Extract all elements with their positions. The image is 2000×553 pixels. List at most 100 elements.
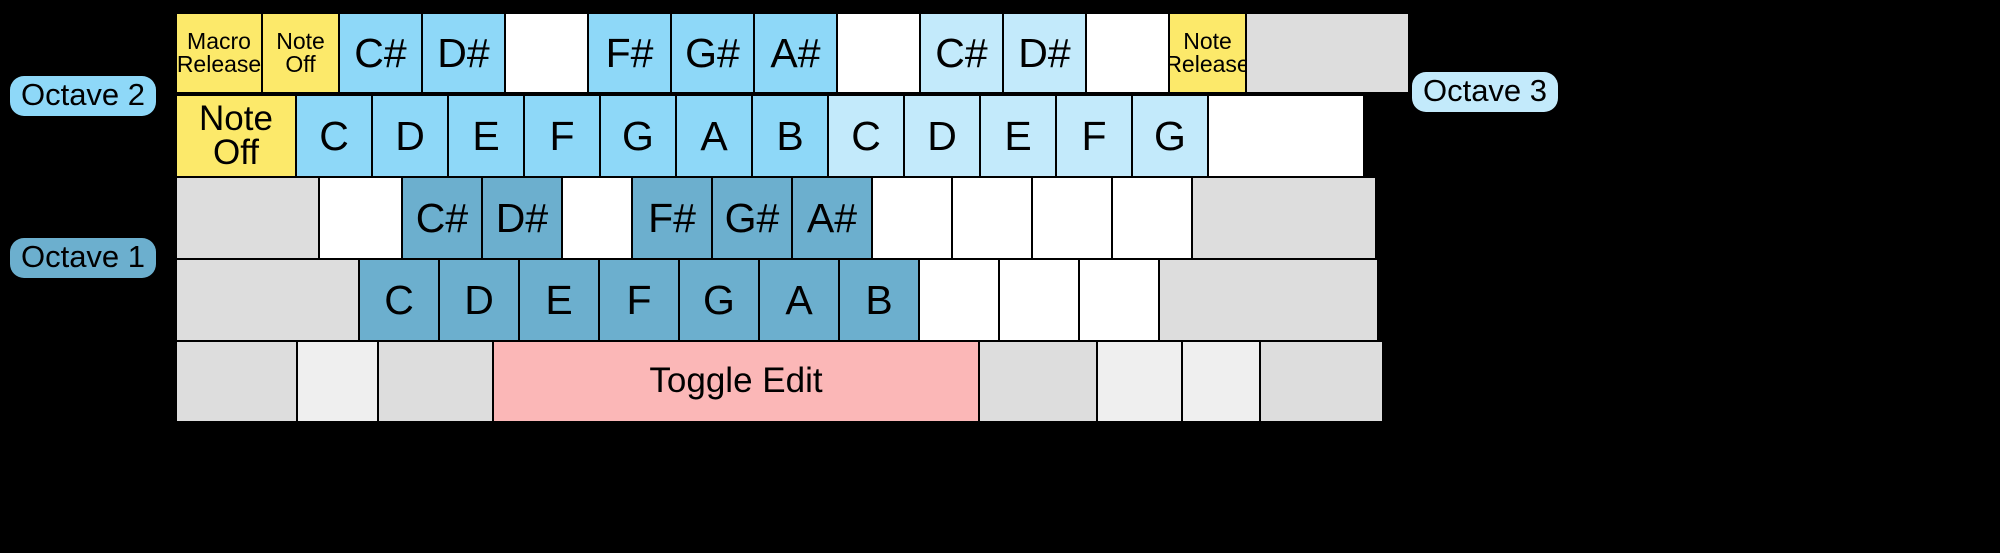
- key-blank[interactable]: [561, 176, 633, 260]
- key-a[interactable]: A: [675, 94, 753, 178]
- key-b[interactable]: B: [751, 94, 829, 178]
- key-blank[interactable]: [1245, 12, 1410, 94]
- key-label: C: [319, 112, 349, 159]
- key-blank[interactable]: [296, 340, 379, 423]
- key-note-release[interactable]: Note Release: [1168, 12, 1247, 94]
- key-label: F#: [605, 29, 654, 76]
- key-asharp[interactable]: A#: [791, 176, 873, 260]
- key-blank[interactable]: [951, 176, 1033, 260]
- octave-3-label-text: Octave 3: [1422, 73, 1548, 108]
- key-label: E: [1004, 112, 1032, 159]
- key-blank[interactable]: [175, 340, 298, 423]
- key-label: G#: [724, 194, 780, 241]
- key-g[interactable]: G: [599, 94, 677, 178]
- key-fsharp[interactable]: F#: [587, 12, 672, 94]
- key-c[interactable]: C: [827, 94, 905, 178]
- key-blank[interactable]: [1181, 340, 1261, 423]
- key-blank[interactable]: [1207, 94, 1365, 178]
- key-blank[interactable]: [504, 12, 589, 94]
- key-label: D: [464, 276, 494, 323]
- octave-1-label-text: Octave 1: [20, 239, 146, 274]
- key-label: D#: [495, 194, 549, 241]
- key-label: A#: [770, 29, 821, 76]
- key-blank[interactable]: [318, 176, 403, 260]
- key-blank[interactable]: [978, 340, 1098, 423]
- key-label: C: [851, 112, 881, 159]
- key-csharp[interactable]: C#: [919, 12, 1004, 94]
- key-label: D: [927, 112, 957, 159]
- key-blank[interactable]: [871, 176, 953, 260]
- key-label: E: [472, 112, 500, 159]
- key-label: Note Release: [1168, 28, 1247, 77]
- key-d[interactable]: D: [903, 94, 981, 178]
- key-blank[interactable]: [1158, 258, 1379, 342]
- key-macro-release[interactable]: Macro Release: [175, 12, 263, 94]
- key-note-off[interactable]: Note Off: [261, 12, 340, 94]
- key-e[interactable]: E: [447, 94, 525, 178]
- key-blank[interactable]: [175, 258, 360, 342]
- key-b[interactable]: B: [838, 258, 920, 342]
- key-toggle edit[interactable]: Toggle Edit: [492, 340, 980, 423]
- key-csharp[interactable]: C#: [338, 12, 423, 94]
- key-a[interactable]: A: [758, 258, 840, 342]
- row-space: Toggle Edit: [175, 340, 1384, 423]
- key-g[interactable]: G: [678, 258, 760, 342]
- key-c[interactable]: C: [295, 94, 373, 178]
- key-blank[interactable]: [1078, 258, 1160, 342]
- octave-2-label-text: Octave 2: [20, 77, 146, 112]
- key-note-off[interactable]: Note Off: [175, 94, 297, 178]
- key-label: E: [545, 276, 573, 323]
- key-label: G: [622, 112, 654, 159]
- key-blank[interactable]: [998, 258, 1080, 342]
- key-label: A: [700, 112, 728, 159]
- key-label: C#: [354, 29, 407, 76]
- octave-1-label: Octave 1: [10, 238, 156, 278]
- key-gsharp[interactable]: G#: [711, 176, 793, 260]
- key-g[interactable]: G: [1131, 94, 1209, 178]
- key-label: Toggle Edit: [649, 361, 823, 401]
- key-label: A#: [806, 194, 858, 241]
- key-f[interactable]: F: [523, 94, 601, 178]
- key-blank[interactable]: [1085, 12, 1170, 94]
- key-blank[interactable]: [1191, 176, 1377, 260]
- key-d[interactable]: D: [371, 94, 449, 178]
- key-label: B: [865, 276, 893, 323]
- key-gsharp[interactable]: G#: [670, 12, 755, 94]
- octave-3-label: Octave 3: [1412, 72, 1558, 112]
- key-label: G#: [685, 29, 740, 76]
- key-blank[interactable]: [175, 176, 320, 260]
- key-f[interactable]: F: [1055, 94, 1133, 178]
- key-label: D: [395, 112, 425, 159]
- key-label: C: [384, 276, 414, 323]
- key-dsharp[interactable]: D#: [421, 12, 506, 94]
- key-label: F: [1081, 112, 1107, 159]
- key-blank[interactable]: [1096, 340, 1183, 423]
- key-fsharp[interactable]: F#: [631, 176, 713, 260]
- key-label: A: [785, 276, 813, 323]
- key-blank[interactable]: [1259, 340, 1384, 423]
- key-label: Note Off: [276, 28, 325, 77]
- key-blank[interactable]: [836, 12, 921, 94]
- key-d[interactable]: D: [438, 258, 520, 342]
- key-e[interactable]: E: [979, 94, 1057, 178]
- key-e[interactable]: E: [518, 258, 600, 342]
- key-asharp[interactable]: A#: [753, 12, 838, 94]
- key-csharp[interactable]: C#: [401, 176, 483, 260]
- key-label: F: [626, 276, 652, 323]
- key-blank[interactable]: [918, 258, 1000, 342]
- key-dsharp[interactable]: D#: [481, 176, 563, 260]
- key-blank[interactable]: [1111, 176, 1193, 260]
- key-blank[interactable]: [377, 340, 494, 423]
- key-f[interactable]: F: [598, 258, 680, 342]
- key-label: C#: [415, 194, 469, 241]
- key-c[interactable]: C: [358, 258, 440, 342]
- key-label: B: [776, 112, 804, 159]
- key-dsharp[interactable]: D#: [1002, 12, 1087, 94]
- row-a: C# D# F#G# A#: [175, 176, 1377, 260]
- key-label: D#: [437, 29, 490, 76]
- key-blank[interactable]: [1031, 176, 1113, 260]
